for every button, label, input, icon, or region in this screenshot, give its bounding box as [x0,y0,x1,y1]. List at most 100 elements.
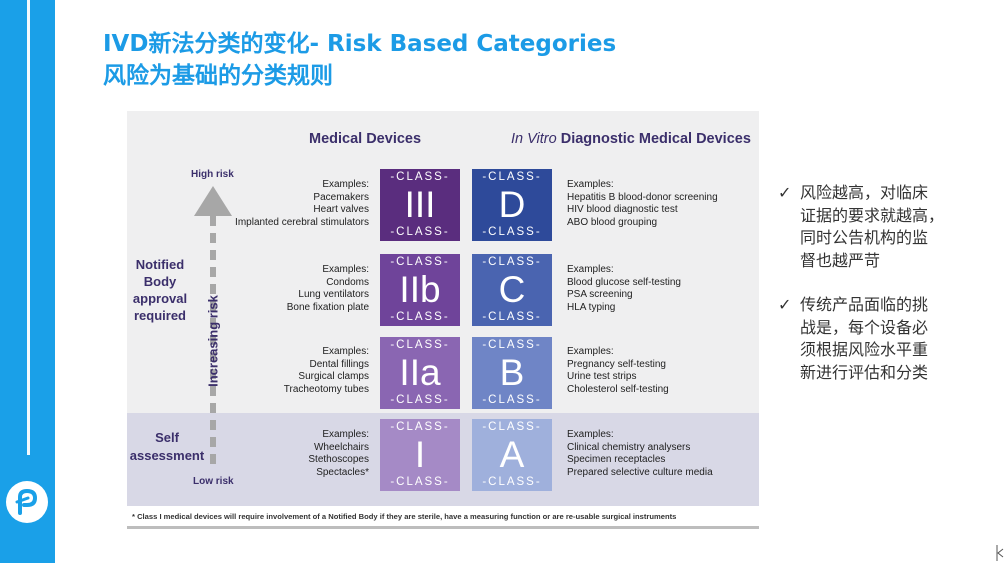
bullet-line: 须根据风险水平重 [800,340,929,359]
bullet-line: 新进行评估和分类 [800,362,929,382]
ivd-examples-class-a: Examples: Clinical chemistry analysers S… [567,429,713,479]
class-word-bottom: -CLASS- [482,311,542,323]
example-line: Examples: [322,264,369,275]
class-word-top: -CLASS- [390,171,450,183]
class-letter: B [499,352,525,393]
increasing-risk-label: Increasing risk [205,295,221,387]
md-examples-class-iib: Examples: Condoms Lung ventilators Bone … [287,264,369,314]
ivd-class-box: -CLASS- C -CLASS- [472,254,552,326]
example-line: PSA screening [567,289,633,301]
example-line: HIV blood diagnostic test [567,204,678,216]
risk-arrow-head-icon [194,186,232,216]
bullet-item: ✓ 传统产品面临的挑 战是，每个设备必 须根据风险水平重 新进行评估和分类 [778,294,958,384]
brand-logo-icon [6,481,48,523]
ivd-class-box: -CLASS- B -CLASS- [472,337,552,409]
notified-body-line: required [133,308,186,323]
class-letter: D [498,184,526,225]
class-word-bottom: -CLASS- [390,226,450,238]
class-numeral: IIb [399,269,441,310]
example-line: Urine test strips [567,371,637,383]
example-line: Lung ventilators [298,289,369,301]
example-line: Dental fillings [309,358,369,370]
sidebar-divider-line [27,0,30,455]
md-class-box: -CLASS- III -CLASS- [380,169,460,241]
ivd-examples-class-d: Examples: Hepatitis B blood-donor screen… [567,179,718,229]
class-word-top: -CLASS- [482,421,542,433]
example-line: Examples: [322,429,369,440]
example-line: Blood glucose self-testing [567,276,681,288]
risk-arrow-shaft [210,216,216,471]
check-icon: ✓ [778,295,792,314]
high-risk-label: High risk [191,169,234,180]
mouse-cursor-icon [996,545,1004,561]
example-line: Stethoscopes [308,454,369,466]
header-medical-devices: Medical Devices [309,131,422,147]
header-ivd-rest: Diagnostic Medical Devices [556,131,751,147]
class-numeral: III [404,184,436,225]
class-numeral: I [414,434,426,475]
brand-logo-glyph [15,489,38,515]
class-numeral: IIa [399,352,441,393]
ivd-examples-class-c: Examples: Blood glucose self-testing PSA… [567,264,681,314]
class-letter: A [499,434,525,475]
example-line: Specimen receptacles [567,454,666,466]
example-line: Clinical chemistry analysers [567,441,691,453]
bullet-line: 证据的要求就越高， [800,205,945,225]
class-word-bottom: -CLASS- [482,394,542,406]
example-line: Heart valves [313,204,369,216]
md-examples-class-iii: Examples: Pacemakers Heart valves Implan… [235,179,369,229]
example-line: Examples: [567,429,614,440]
example-line: Examples: [567,179,614,190]
low-risk-label: Low risk [193,476,234,487]
example-line: HLA typing [567,301,616,313]
bullet-line: 风险越高，对临床 [800,183,929,202]
example-line: Examples: [567,264,614,275]
class-word-bottom: -CLASS- [482,226,542,238]
md-class-box: -CLASS- IIa -CLASS- [380,337,460,409]
md-examples-class-iia: Examples: Dental fillings Surgical clamp… [284,346,369,396]
bullet-line: 传统产品面临的挑 [800,295,929,314]
bullet-list: ✓ 风险越高，对临床 证据的要求就越高， 同时公告机构的监 督也越严苛 ✓ 传统… [778,182,958,406]
class-word-bottom: -CLASS- [482,476,542,488]
example-line: Examples: [567,346,614,357]
footnote-text: * Class I medical devices will require i… [132,512,677,521]
example-line: Hepatitis B blood-donor screening [567,191,718,203]
class-word-bottom: -CLASS- [390,476,450,488]
header-ivd-devices: In Vitro Diagnostic Medical Devices [511,131,751,147]
self-assessment-line: Self [155,430,179,445]
class-word-top: -CLASS- [482,256,542,268]
class-word-top: -CLASS- [390,421,450,433]
check-icon: ✓ [778,183,792,202]
example-line: Surgical clamps [298,371,369,383]
self-assessment-line: assessment [129,448,205,463]
example-line: Wheelchairs [313,441,369,453]
example-line: Implanted cerebral stimulators [235,216,369,228]
footnote-rule [127,526,759,529]
class-word-bottom: -CLASS- [390,394,450,406]
example-line: ABO blood grouping [567,216,658,228]
example-line: Examples: [322,346,369,357]
notified-body-line: approval [132,291,188,306]
class-word-top: -CLASS- [482,339,542,351]
example-line: Spectacles* [316,466,369,478]
class-word-top: -CLASS- [390,256,450,268]
example-line: Pregnancy self-testing [567,358,666,370]
example-line: Condoms [326,276,369,288]
class-letter: C [498,269,526,310]
header-ivd-italic: In Vitro [511,131,557,147]
notified-body-line: Notified [135,257,185,272]
bullet-line: 同时公告机构的监 [800,228,929,247]
left-sidebar-band [0,0,55,563]
bullet-line: 战是，每个设备必 [800,317,929,337]
notified-body-label: Notified Body approval required [127,256,193,324]
example-line: Bone fixation plate [286,301,369,313]
ivd-class-box: -CLASS- A -CLASS- [472,419,552,491]
example-line: Pacemakers [313,191,369,203]
notified-body-line: Body [143,274,177,289]
risk-class-figure: Medical Devices In Vitro Diagnostic Medi… [127,111,759,529]
md-class-box: -CLASS- I -CLASS- [380,419,460,491]
example-line: Tracheotomy tubes [283,383,369,395]
class-word-top: -CLASS- [482,171,542,183]
footnote-band [127,506,759,529]
bullet-item: ✓ 风险越高，对临床 证据的要求就越高， 同时公告机构的监 督也越严苛 [778,182,958,272]
